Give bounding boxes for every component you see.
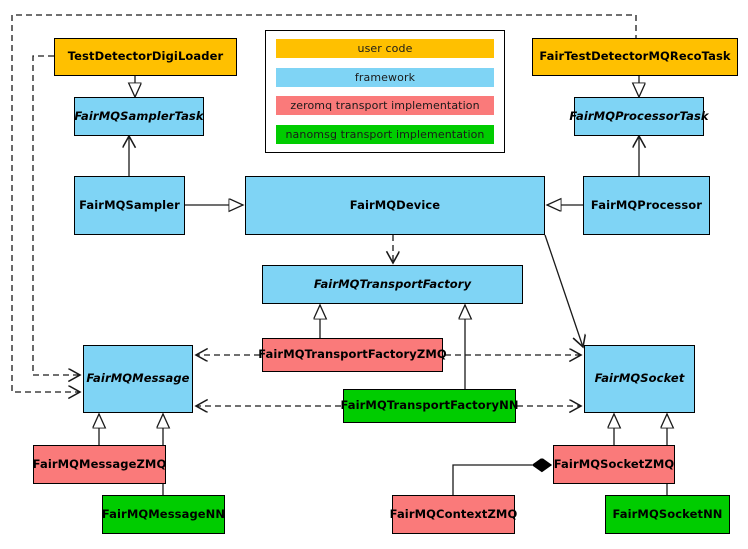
class-node-fairmqmessage[interactable]: FairMQMessage bbox=[83, 345, 193, 413]
edge-device-socket bbox=[544, 234, 583, 347]
class-node-fairmqprocessortask[interactable]: FairMQProcessorTask bbox=[569, 97, 709, 136]
class-node-fairmqtransportfactory[interactable]: FairMQTransportFactory bbox=[262, 265, 523, 304]
class-node-fairmqcontextzmq[interactable]: FairMQContextZMQ bbox=[390, 495, 517, 534]
legend-item-user-code: user code bbox=[276, 39, 494, 58]
class-node-fairmqsocketnn[interactable]: FairMQSocketNN bbox=[605, 495, 730, 534]
class-node-fairmqsocket[interactable]: FairMQSocket bbox=[584, 345, 695, 413]
class-node-fairmqdevice[interactable]: FairMQDevice bbox=[245, 176, 545, 235]
legend-item-nanomsg: nanomsg transport implementation bbox=[276, 124, 494, 144]
class-node-fairmqtransportfactorynn[interactable]: FairMQTransportFactoryNN bbox=[340, 389, 518, 423]
class-node-fairmqmessagezmq[interactable]: FairMQMessageZMQ bbox=[33, 445, 166, 484]
class-node-fairmqsampler[interactable]: FairMQSampler bbox=[74, 176, 185, 235]
class-node-fairmqprocessor[interactable]: FairMQProcessor bbox=[583, 176, 710, 235]
edge-contextzmq-socketzmq bbox=[452, 465, 551, 495]
class-node-fairmqmessagenn[interactable]: FairMQMessageNN bbox=[102, 495, 225, 534]
class-node-fairtestdetectormqrecotask[interactable]: FairTestDetectorMQRecoTask bbox=[532, 38, 738, 76]
class-node-testdetectordigiloader[interactable]: TestDetectorDigiLoader bbox=[54, 38, 237, 76]
legend-item-zeromq: zeromq transport implementation bbox=[276, 96, 494, 116]
class-node-fairmqsocketzmq[interactable]: FairMQSocketZMQ bbox=[553, 445, 675, 484]
edge-digiloader-message bbox=[32, 55, 80, 375]
class-node-fairmqsamplertask[interactable]: FairMQSamplerTask bbox=[74, 97, 204, 136]
class-node-fairmqtransportfactoryzmq[interactable]: FairMQTransportFactoryZMQ bbox=[258, 338, 447, 372]
legend-item-framework: framework bbox=[276, 67, 494, 87]
legend: user code framework zeromq transport imp… bbox=[265, 30, 505, 153]
